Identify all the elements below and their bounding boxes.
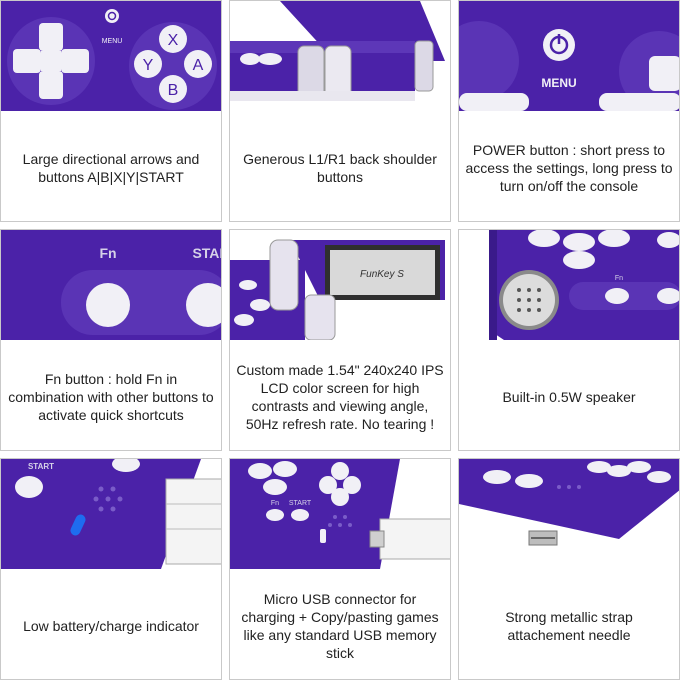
svg-text:FunKey S: FunKey S bbox=[360, 269, 404, 280]
feature-cell-battery: START Low battery/charge indicator bbox=[0, 458, 222, 680]
speaker-image: Fn bbox=[459, 230, 679, 340]
feature-cell-strap: Strong metallic strap attachement needle bbox=[458, 458, 680, 680]
lcd-screen-image: FunKey S bbox=[230, 230, 450, 340]
feature-caption: POWER button : short press to access the… bbox=[465, 142, 673, 194]
feature-caption: Fn button : hold Fn in combination with … bbox=[8, 371, 214, 423]
feature-caption: Custom made 1.54" 240x240 IPS LCD color … bbox=[236, 362, 444, 432]
led-icon bbox=[70, 514, 86, 536]
feature-cell-buttons: MENU X Y A B Large directional arrows an… bbox=[0, 0, 222, 222]
feature-cell-usb: Fn START Micro USB connector for chargin… bbox=[229, 458, 451, 680]
feature-caption: Built-in 0.5W speaker bbox=[502, 389, 636, 405]
svg-text:B: B bbox=[168, 82, 179, 99]
svg-text:X: X bbox=[168, 32, 179, 49]
feature-cell-speaker: Fn Built-in 0.5W speaker bbox=[458, 229, 680, 451]
svg-text:MENU: MENU bbox=[541, 76, 576, 90]
dpad-icon bbox=[13, 23, 89, 99]
svg-text:A: A bbox=[193, 57, 204, 74]
feature-caption: Micro USB connector for charging + Copy/… bbox=[241, 591, 439, 661]
usb-port-icon bbox=[320, 529, 326, 543]
feature-cell-fn: Fn STAR Fn button : hold Fn in combinati… bbox=[0, 229, 222, 451]
feature-cell-power: MENU POWER button : short press to acces… bbox=[458, 0, 680, 222]
svg-text:Fn: Fn bbox=[99, 245, 116, 261]
feature-caption: Large directional arrows and buttons A|B… bbox=[22, 151, 200, 185]
svg-text:Fn: Fn bbox=[271, 500, 279, 507]
power-icon bbox=[543, 29, 575, 61]
menu-label: MENU bbox=[102, 38, 123, 45]
feature-caption: Low battery/charge indicator bbox=[23, 618, 199, 634]
feature-caption: Strong metallic strap attachement needle bbox=[505, 609, 633, 643]
svg-text:START: START bbox=[289, 500, 312, 507]
shoulder-buttons-image bbox=[230, 1, 450, 111]
svg-text:START: START bbox=[28, 462, 54, 471]
feature-cell-screen: FunKey S Custom made 1.54" 240x240 IPS L… bbox=[229, 229, 451, 451]
power-icon bbox=[105, 9, 119, 23]
feature-cell-shoulder: Generous L1/R1 back shoulder buttons bbox=[229, 0, 451, 222]
svg-text:Y: Y bbox=[143, 57, 154, 74]
svg-text:STAR: STAR bbox=[192, 245, 221, 261]
battery-indicator-image: START bbox=[1, 459, 221, 569]
svg-text:Fn: Fn bbox=[615, 275, 623, 282]
power-button-image: MENU bbox=[459, 1, 679, 111]
micro-usb-image: Fn START bbox=[230, 459, 450, 569]
dpad-buttons-image: MENU X Y A B bbox=[1, 1, 221, 111]
fn-button-image: Fn STAR bbox=[1, 230, 221, 340]
strap-needle-image bbox=[459, 459, 679, 569]
feature-caption: Generous L1/R1 back shoulder buttons bbox=[243, 151, 437, 185]
